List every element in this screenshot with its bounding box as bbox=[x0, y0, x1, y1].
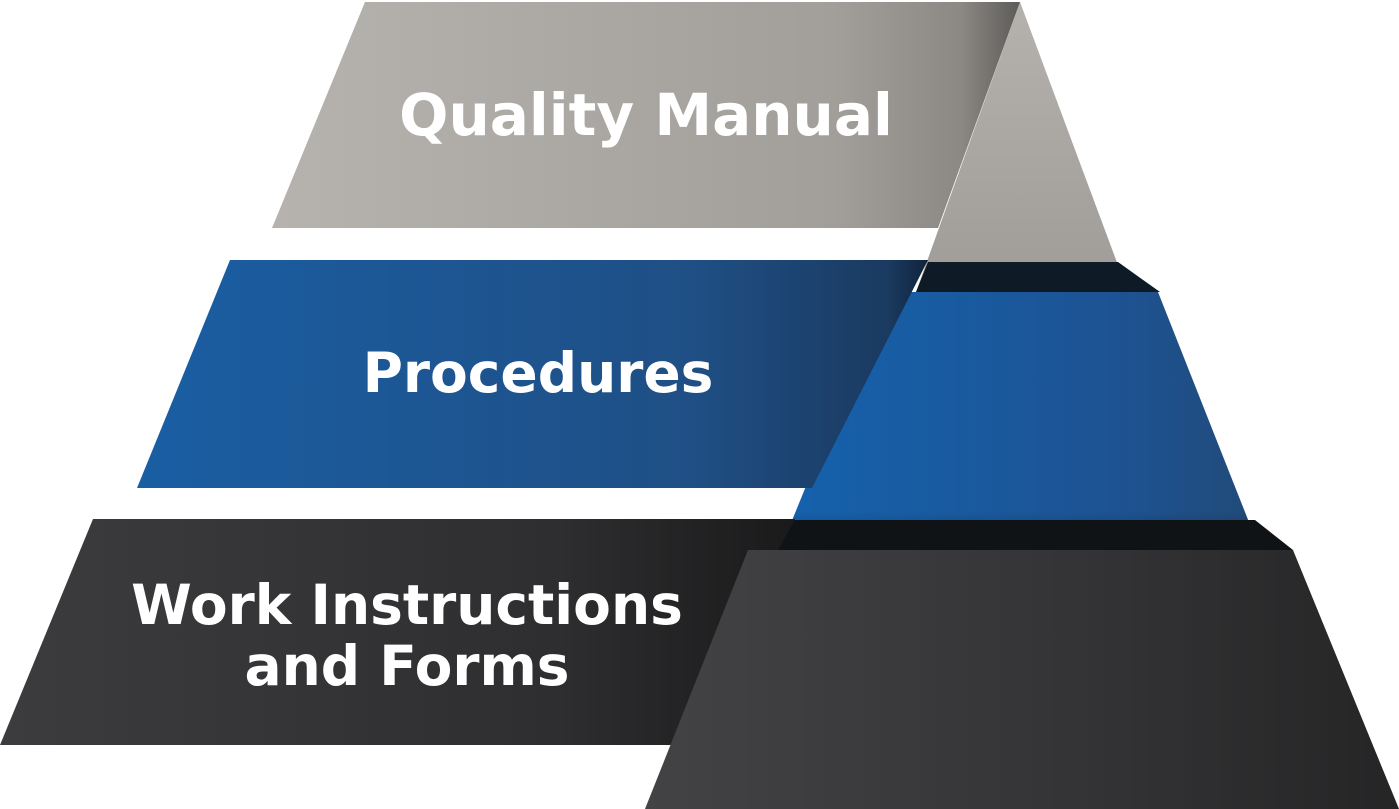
tier-procedures: Procedures bbox=[137, 260, 1260, 550]
tier-label-work-instructions: Work Instructions bbox=[131, 573, 683, 637]
tier-label-work-instructions-line-2: and Forms bbox=[244, 634, 569, 698]
tier-label-quality-manual: Quality Manual bbox=[399, 81, 893, 149]
bottom-tier-banner bbox=[0, 519, 795, 745]
bottom-tier-shadow-top bbox=[760, 520, 1293, 550]
tier-label-procedures: Procedures bbox=[363, 341, 714, 405]
top-tier-banner bbox=[272, 2, 1020, 228]
bottom-tier-side-face bbox=[645, 550, 1399, 809]
tier-work-instructions: Work Instructions and Forms bbox=[0, 519, 1399, 809]
tier-label-line-2: and Forms bbox=[244, 634, 569, 698]
tier-label-line-1: Work Instructions bbox=[131, 573, 683, 637]
middle-tier-banner bbox=[137, 260, 928, 488]
tier-quality-manual: Quality Manual bbox=[272, 2, 1128, 292]
top-tier-side-face bbox=[916, 2, 1128, 292]
middle-tier-shadow-top bbox=[916, 262, 1160, 292]
middle-tier-side-shade bbox=[780, 292, 1260, 550]
